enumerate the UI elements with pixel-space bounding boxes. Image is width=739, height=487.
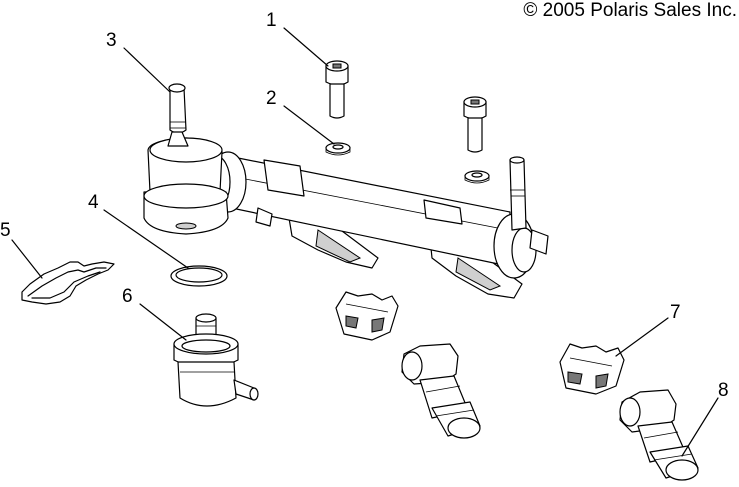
copyright-notice: © 2005 Polaris Sales Inc.: [523, 0, 737, 21]
callout-4: 4: [88, 192, 99, 213]
fuel-rail: [143, 83, 549, 299]
callout-8: 8: [718, 380, 729, 401]
injector-clip-2: [559, 343, 625, 395]
fuel-injector-2: [619, 389, 699, 481]
callout-1: 1: [266, 10, 277, 31]
washer-2: [464, 170, 490, 184]
bolt: [325, 60, 349, 119]
callout-2: 2: [266, 88, 277, 109]
callouts: 1 2 3 4 5 6 7 8: [0, 10, 729, 401]
pressure-regulator: [173, 313, 259, 407]
bolt-2: [463, 96, 487, 153]
retaining-clip: [21, 261, 115, 305]
injector-clip: [335, 291, 399, 341]
callout-5: 5: [0, 220, 11, 241]
callout-7: 7: [670, 302, 681, 323]
washer: [325, 142, 351, 156]
fuel-injector: [401, 343, 481, 439]
callout-6: 6: [122, 286, 133, 307]
o-ring: [170, 265, 228, 287]
callout-3: 3: [106, 30, 117, 51]
leader-lines: [11, 27, 719, 457]
